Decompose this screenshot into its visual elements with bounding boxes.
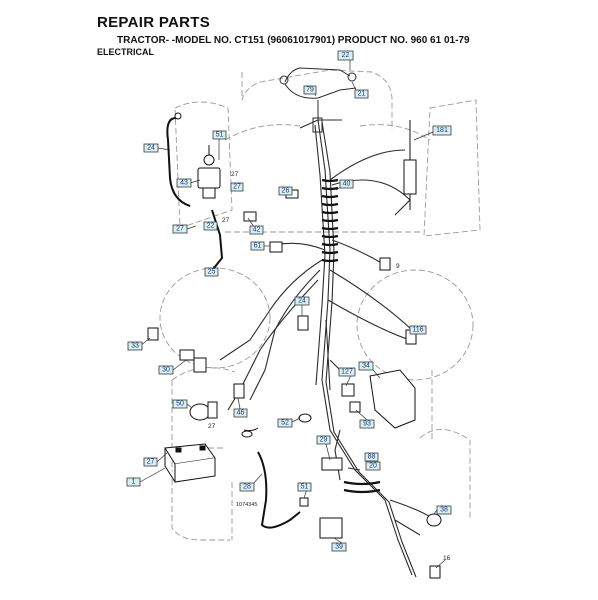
- callout-38: 38: [436, 505, 452, 515]
- callout-116: 116: [409, 325, 427, 335]
- callout-22-top: 22: [337, 50, 354, 61]
- page-title: REPAIR PARTS: [97, 14, 211, 31]
- label-16: 16: [443, 555, 451, 562]
- callout-43: 43: [176, 178, 192, 188]
- svg-text:42: 42: [253, 227, 261, 234]
- svg-text:22: 22: [207, 223, 215, 230]
- callout-51-bottom: 51: [297, 482, 312, 492]
- svg-text:27: 27: [176, 226, 184, 233]
- callout-27-washer: 27: [172, 224, 188, 234]
- callout-27-solenoid: 27: [143, 457, 158, 467]
- callout-24-plug: 24: [294, 296, 310, 306]
- svg-text:93: 93: [363, 421, 371, 428]
- harness-coil: [321, 178, 381, 494]
- svg-text:27: 27: [233, 184, 241, 191]
- svg-text:33: 33: [131, 343, 139, 350]
- svg-text:116: 116: [412, 327, 423, 334]
- svg-text:46: 46: [237, 410, 245, 417]
- drawing-number: 1074345: [236, 502, 257, 508]
- svg-text:24: 24: [147, 145, 155, 152]
- callout-1: 1: [126, 477, 141, 487]
- svg-text:34: 34: [362, 363, 370, 370]
- callout-27-switch: 27: [230, 182, 244, 192]
- svg-text:28: 28: [243, 484, 251, 491]
- callout-39: 39: [331, 542, 347, 552]
- svg-text:127: 127: [341, 369, 353, 376]
- svg-text:20: 20: [369, 463, 377, 470]
- headlight-harness: [279, 67, 357, 133]
- svg-text:51: 51: [216, 132, 224, 139]
- callout-93: 93: [359, 419, 375, 429]
- cable-24: [166, 117, 191, 207]
- svg-text:43: 43: [180, 180, 188, 187]
- svg-text:30: 30: [162, 367, 170, 374]
- callout-79: 79: [303, 85, 317, 95]
- svg-text:40: 40: [343, 181, 351, 188]
- callout-22-mid: 22: [203, 221, 218, 231]
- svg-text:51: 51: [301, 484, 309, 491]
- callout-34: 34: [358, 361, 374, 371]
- svg-text:24: 24: [298, 298, 306, 305]
- plain-label-9: 9: [396, 263, 400, 270]
- callout-28: 28: [239, 482, 255, 492]
- callout-20: 20: [365, 461, 381, 471]
- svg-text:39: 39: [335, 544, 343, 551]
- svg-text:88: 88: [368, 454, 376, 461]
- svg-text:29: 29: [320, 437, 328, 444]
- svg-text:38: 38: [440, 507, 448, 514]
- battery-cable: [257, 451, 301, 529]
- callout-61: 61: [250, 241, 265, 251]
- svg-text:181: 181: [436, 127, 448, 134]
- svg-text:21: 21: [358, 91, 366, 98]
- callout-42: 42: [249, 225, 264, 235]
- svg-text:1: 1: [132, 479, 136, 486]
- model-subtitle: TRACTOR- -MODEL NO. CT151 (96061017901) …: [117, 35, 470, 46]
- svg-text:22: 22: [342, 52, 350, 59]
- callout-25: 25: [204, 267, 219, 277]
- section-label: ELECTRICAL: [97, 47, 154, 57]
- callout-50: 50: [172, 399, 188, 409]
- callout-21: 21: [354, 89, 369, 99]
- callout-40: 40: [339, 179, 354, 189]
- ignition-switch: [197, 145, 221, 199]
- callout-46: 46: [233, 408, 248, 418]
- callout-29: 29: [316, 435, 331, 445]
- svg-text:52: 52: [281, 420, 289, 427]
- svg-text:25: 25: [208, 269, 216, 276]
- callout-26: 26: [278, 186, 293, 196]
- callout-51-top: 51: [212, 130, 227, 140]
- svg-text:79: 79: [306, 87, 314, 94]
- plain-label-27b: 27: [222, 217, 230, 224]
- callout-24-cable: 24: [143, 143, 159, 153]
- svg-text:27: 27: [147, 459, 155, 466]
- callout-33: 33: [127, 341, 143, 351]
- battery: [164, 443, 216, 483]
- callout-52: 52: [277, 418, 293, 428]
- callout-88: 88: [364, 452, 379, 462]
- callout-127: 127: [338, 367, 356, 377]
- callout-181: 181: [432, 125, 452, 136]
- svg-text:61: 61: [254, 243, 262, 250]
- plain-label-27a: 27: [231, 171, 239, 178]
- starter-solenoid: [189, 401, 218, 421]
- svg-text:50: 50: [176, 401, 184, 408]
- callout-30-left: 30: [158, 365, 174, 375]
- leader-lines: [139, 60, 446, 569]
- svg-text:26: 26: [282, 188, 290, 195]
- plain-label-27c: 27: [208, 423, 216, 430]
- connectors: [147, 120, 442, 579]
